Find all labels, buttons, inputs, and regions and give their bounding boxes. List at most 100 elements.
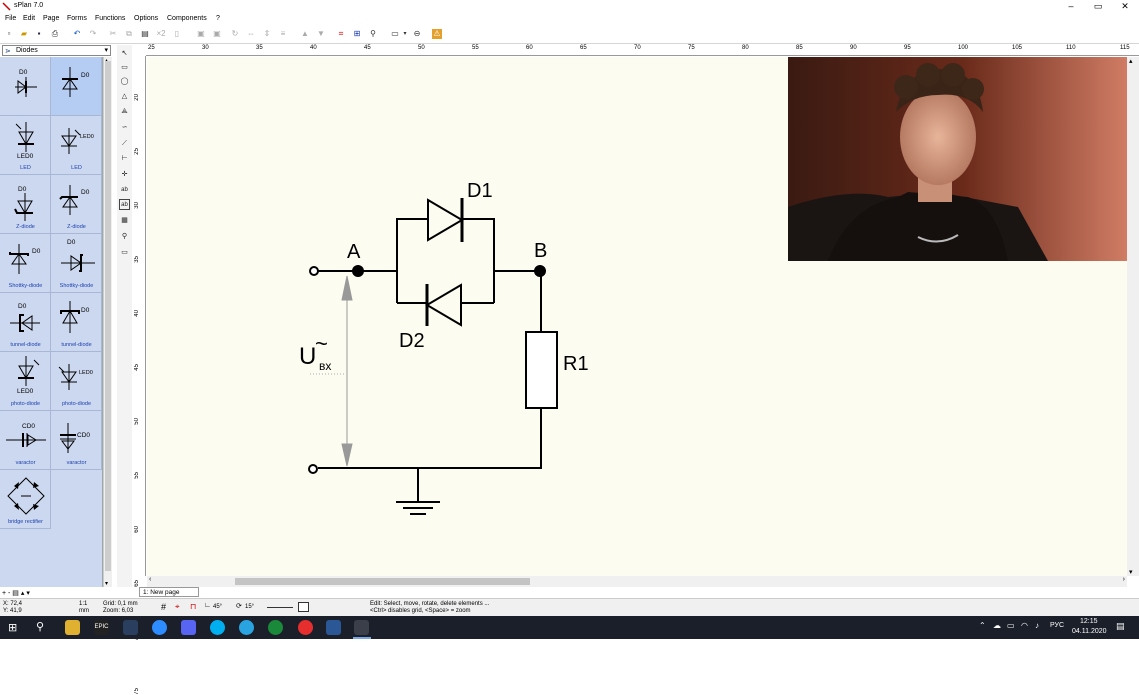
- cloud-icon[interactable]: ☁: [993, 621, 1001, 630]
- delete-icon[interactable]: ▯: [174, 29, 180, 38]
- scroll-left-icon[interactable]: ‹: [149, 576, 152, 583]
- wifi-icon[interactable]: ◠: [1021, 621, 1028, 630]
- scroll-right-icon[interactable]: ›: [1122, 576, 1125, 583]
- network-icon[interactable]: ▭: [1007, 621, 1015, 630]
- library-item[interactable]: CD0 varactor: [0, 411, 51, 470]
- epic-games-icon[interactable]: EPIC: [94, 620, 109, 635]
- menu-page[interactable]: Page: [43, 15, 60, 22]
- library-item[interactable]: D0 Z-diode: [51, 175, 102, 234]
- diode-d2[interactable]: [425, 283, 462, 327]
- input-terminal-top[interactable]: [309, 266, 319, 276]
- library-item[interactable]: LED0 photo-diode: [51, 352, 102, 411]
- library-item[interactable]: D0: [0, 57, 51, 116]
- rotate-angle-icon[interactable]: ⟳: [236, 603, 242, 610]
- library-select[interactable]: ⋗ Diodes ▾: [2, 45, 111, 56]
- undo-icon[interactable]: ↶: [73, 29, 81, 38]
- grid-icon[interactable]: #: [161, 602, 167, 612]
- clock-date[interactable]: 04.11.2020: [1072, 628, 1107, 635]
- page-nav-controls[interactable]: + - ▤ ▴ ▾: [2, 590, 30, 597]
- page-tab[interactable]: 1: New page: [139, 587, 199, 597]
- scroll-thumb[interactable]: [105, 61, 111, 571]
- steam-icon[interactable]: [123, 620, 138, 635]
- scroll-down-icon[interactable]: ▾: [1129, 569, 1133, 576]
- open-folder-icon[interactable]: ▰: [20, 29, 28, 38]
- horizontal-scroll-thumb[interactable]: [235, 578, 530, 585]
- grid-size[interactable]: Grid: 0,1 mm: [103, 601, 138, 607]
- junction-icon[interactable]: ✛: [121, 171, 128, 178]
- bezier-icon[interactable]: ∽: [121, 124, 128, 131]
- snap-icon[interactable]: ⌗: [338, 29, 344, 38]
- align-icon[interactable]: ≡: [280, 29, 286, 38]
- input-terminal-bottom[interactable]: [308, 464, 318, 474]
- vertical-scrollbar[interactable]: ▴ ▾: [1127, 57, 1139, 576]
- image-icon[interactable]: ▦: [121, 217, 128, 224]
- library-item[interactable]: D0: [51, 57, 102, 116]
- fill-color-icon[interactable]: [298, 602, 309, 612]
- library-scrollbar[interactable]: ▴ ▾: [103, 57, 112, 587]
- search-icon[interactable]: ⚲: [370, 29, 376, 38]
- close-button[interactable]: ✕: [1121, 1, 1129, 11]
- library-item[interactable]: bridge rectifier: [0, 470, 51, 529]
- clock-time[interactable]: 12:15: [1080, 618, 1098, 625]
- polygon-icon[interactable]: △: [121, 93, 128, 100]
- group-icon[interactable]: ▣: [197, 29, 205, 38]
- line-icon[interactable]: ⟋: [122, 140, 127, 147]
- notification-icon[interactable]: ▤: [1116, 621, 1125, 631]
- print-icon[interactable]: ⎙: [51, 29, 59, 38]
- tray-chevron-icon[interactable]: ⌃: [979, 621, 986, 630]
- cut-icon[interactable]: ✂: [109, 29, 117, 38]
- splan-taskbar-icon[interactable]: [354, 620, 369, 635]
- telegram-icon[interactable]: [239, 620, 254, 635]
- angle-2[interactable]: 15°: [245, 604, 255, 610]
- paste-icon[interactable]: ▤: [141, 29, 149, 38]
- yandex-browser-icon[interactable]: [298, 620, 313, 635]
- windows-start-icon[interactable]: ⊞: [8, 622, 18, 634]
- angle-icon[interactable]: ∟: [204, 602, 211, 609]
- minimize-button[interactable]: –: [1068, 1, 1074, 11]
- library-item[interactable]: D0 Z-diode: [0, 175, 51, 234]
- rectangle-icon[interactable]: ▭: [121, 64, 128, 71]
- library-item[interactable]: LED0 LED: [0, 116, 51, 175]
- skype-icon[interactable]: [210, 620, 225, 635]
- textbox-icon[interactable]: ab: [119, 199, 130, 210]
- angle-1[interactable]: 45°: [213, 604, 223, 610]
- back-icon[interactable]: ▼: [317, 29, 325, 38]
- snap-icon[interactable]: ⌖: [175, 602, 180, 611]
- menu-components[interactable]: Components: [167, 15, 207, 22]
- text-icon[interactable]: ab: [121, 187, 128, 193]
- menu-forms[interactable]: Forms: [67, 15, 87, 22]
- library-item[interactable]: LED0 photo-diode: [0, 352, 51, 411]
- copy-icon[interactable]: ⧉: [126, 29, 132, 38]
- measure-icon[interactable]: ▭: [121, 249, 128, 256]
- language-indicator[interactable]: РУС: [1050, 622, 1065, 629]
- polyline-icon[interactable]: ⟁: [121, 108, 128, 115]
- horizontal-scrollbar[interactable]: ‹ ›: [147, 576, 1127, 587]
- library-item[interactable]: CD0 varactor: [51, 411, 102, 470]
- frame-icon[interactable]: ▭: [391, 29, 399, 38]
- mirror-v-icon[interactable]: ⇕: [263, 29, 271, 38]
- maximize-button[interactable]: ▭: [1093, 1, 1103, 11]
- magnifier-icon[interactable]: ⚲: [121, 233, 128, 240]
- library-item[interactable]: D0 Shottky-diode: [51, 234, 102, 293]
- library-item[interactable]: D0 tunnel-diode: [51, 293, 102, 352]
- wire-icon[interactable]: ⊢: [121, 155, 128, 162]
- word-icon[interactable]: [326, 620, 341, 635]
- menu-functions[interactable]: Functions: [95, 15, 126, 22]
- zoom-icon[interactable]: ⊖: [413, 29, 421, 38]
- redo-icon[interactable]: ↷: [89, 29, 97, 38]
- line-width-preview[interactable]: [267, 607, 293, 608]
- app-icon-green[interactable]: [268, 620, 283, 635]
- diode-d1[interactable]: [427, 198, 464, 242]
- menu-file[interactable]: File: [5, 15, 17, 22]
- save-icon[interactable]: ▪: [37, 29, 41, 38]
- discord-icon[interactable]: [181, 620, 196, 635]
- library-item[interactable]: D0 tunnel-diode: [0, 293, 51, 352]
- front-icon[interactable]: ▲: [301, 29, 309, 38]
- mirror-h-icon[interactable]: ⇔: [247, 29, 255, 38]
- scroll-up-icon[interactable]: ▴: [1129, 58, 1133, 65]
- file-explorer-icon[interactable]: [65, 620, 80, 635]
- component-icon[interactable]: ⚠: [432, 29, 442, 39]
- resistor-r1[interactable]: [525, 331, 558, 409]
- magnet-icon[interactable]: ⊓: [190, 602, 197, 611]
- library-item[interactable]: LED0 LED: [51, 116, 102, 175]
